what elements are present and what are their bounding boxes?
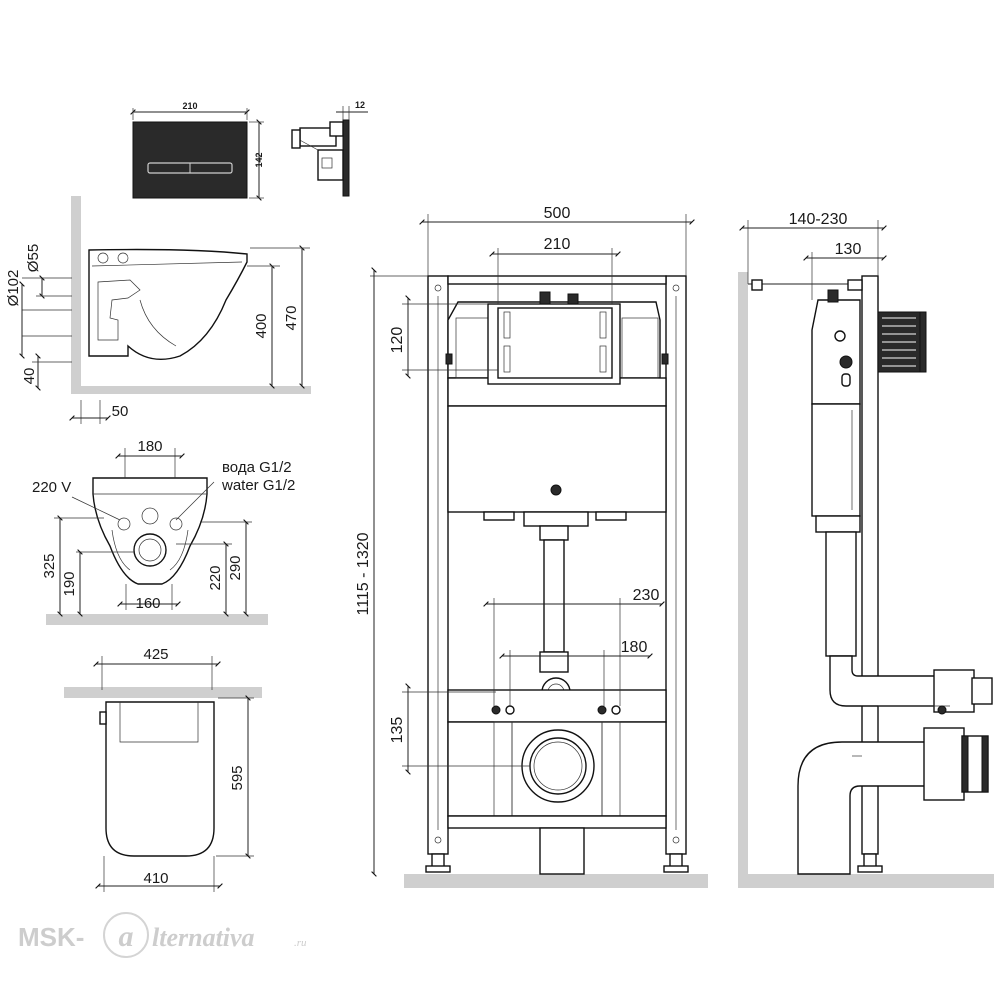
wall (64, 687, 262, 698)
watermark-logo (103, 912, 149, 958)
frame-front-view: 500 210 120 1115 - 1320 230 180 135 (355, 205, 708, 888)
dim-plate-height: 142 (254, 152, 264, 167)
cistern-logo (550, 484, 562, 496)
dim-width-160: 160 (135, 595, 160, 612)
toilet-bowl-top (105, 701, 215, 857)
watermark-tld: .ru (294, 937, 307, 949)
label-power: 220 V (32, 479, 71, 496)
flush-plate-front: 210 142 (130, 101, 264, 201)
dim-inlets-180: 180 (621, 639, 648, 656)
dim-height-325: 325 (41, 553, 58, 578)
bowl-rear-view: 180 220 V вода G1/2 water G1/2 325 190 1… (32, 438, 295, 625)
dim-frame-width-500: 500 (544, 205, 571, 222)
dim-depth-130: 130 (835, 241, 862, 258)
dim-height-135: 135 (389, 717, 406, 744)
watermark-brand: MSK- (18, 922, 84, 952)
dim-height-470: 470 (283, 305, 300, 330)
floor (404, 874, 708, 888)
dim-depth-range: 140-230 (789, 211, 848, 228)
dim-dia-102: Ø102 (5, 270, 22, 307)
mounting-plate (447, 689, 667, 723)
flush-plate-side: 12 (291, 100, 368, 197)
flush-pipe (543, 539, 565, 653)
watermark: MSK- a lternativa .ru (18, 912, 307, 958)
dim-width-180: 180 (137, 438, 162, 455)
dim-frame-height-range: 1115 - 1320 (355, 532, 372, 615)
dim-dia-55: Ø55 (25, 244, 42, 272)
bowl-side-view: 400 470 Ø102 Ø55 40 50 (5, 196, 311, 424)
floor (71, 386, 311, 394)
dim-opening-210: 210 (544, 236, 571, 253)
cistern (447, 405, 667, 513)
dim-height-220: 220 (207, 565, 224, 590)
label-water-en: water G1/2 (221, 477, 295, 494)
label-water-ru: вода G1/2 (222, 459, 292, 476)
dim-height-290: 290 (227, 555, 244, 580)
watermark-logo-letter: a (119, 920, 134, 953)
dim-width-50: 50 (112, 403, 129, 420)
watermark-script: lternativa (152, 923, 255, 952)
flush-plate (132, 121, 248, 199)
dim-depth-595: 595 (229, 765, 246, 790)
dim-height-190: 190 (61, 571, 78, 596)
dim-plate-width: 210 (182, 101, 197, 111)
wall (71, 196, 81, 394)
dim-width-410: 410 (143, 870, 168, 887)
dim-height-400: 400 (253, 313, 270, 338)
dim-plate-depth: 12 (355, 100, 365, 110)
floor (738, 874, 994, 888)
cistern-side (811, 299, 861, 405)
wall (738, 272, 748, 888)
dim-studs-230: 230 (633, 587, 660, 604)
toilet-bowl-side (88, 248, 248, 360)
dim-height-40: 40 (21, 368, 38, 385)
bowl-top-view: 425 595 410 (64, 646, 262, 892)
flush-pipe-side (825, 531, 857, 657)
dim-width-425: 425 (143, 646, 168, 663)
floor (46, 614, 268, 625)
frame-side-view: 140-230 130 (738, 211, 994, 888)
flush-plate-profile (342, 119, 350, 197)
dim-opening-120: 120 (389, 327, 406, 354)
